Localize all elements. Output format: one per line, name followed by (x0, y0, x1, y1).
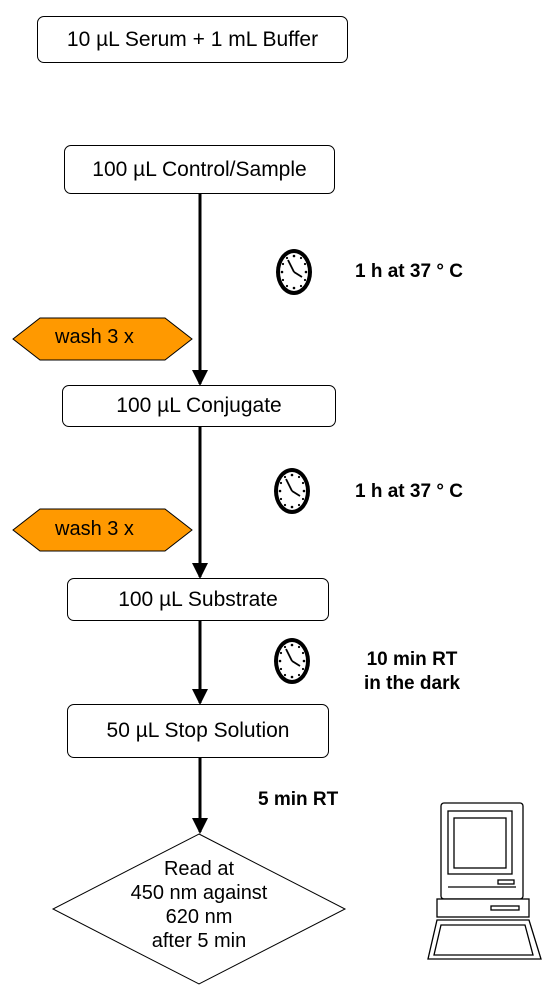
read-line-4: after 5 min (151, 930, 247, 952)
wash-label-1: wash 3 x (55, 326, 134, 348)
read-line-3: 620 nm (165, 906, 233, 928)
clock-icon (274, 468, 310, 514)
incubation-note-2: 1 h at 37 ° C (355, 481, 463, 502)
step-control-sample: 100 µL Control/Sample (64, 145, 335, 194)
step-stop-solution: 50 µL Stop Solution (67, 704, 329, 758)
read-line-2: 450 nm against (130, 882, 268, 904)
arrow-conjugate-to-substrate-head (192, 563, 208, 579)
arrow-stop-to-read-head (192, 818, 208, 834)
arrow-substrate-to-stop-head (192, 689, 208, 705)
wash-shape-1 (12, 317, 193, 361)
clock-icon (274, 638, 310, 684)
incubation-note-3-line1: 10 min RT (366, 649, 458, 670)
step-serum-buffer: 10 µL Serum + 1 mL Buffer (37, 16, 348, 63)
step-substrate: 100 µL Substrate (67, 578, 329, 621)
incubation-note-4: 5 min RT (258, 789, 339, 810)
incubation-note-1: 1 h at 37 ° C (355, 261, 463, 282)
incubation-note-3: 10 min RT in the dark (347, 648, 477, 696)
read-diamond (51, 833, 347, 985)
flow-arrows (192, 193, 208, 834)
computer-icon (427, 802, 542, 960)
clock-icon (276, 249, 312, 295)
read-line-1: Read at (163, 858, 235, 880)
read-instruction: Read at 450 nm against 620 nm after 5 mi… (99, 857, 299, 953)
incubation-note-3-line2: in the dark (363, 673, 461, 694)
arrow-sample-to-conjugate-head (192, 370, 208, 386)
wash-label-2: wash 3 x (55, 518, 134, 540)
step-conjugate: 100 µL Conjugate (62, 385, 336, 427)
wash-shape-2 (12, 508, 193, 552)
